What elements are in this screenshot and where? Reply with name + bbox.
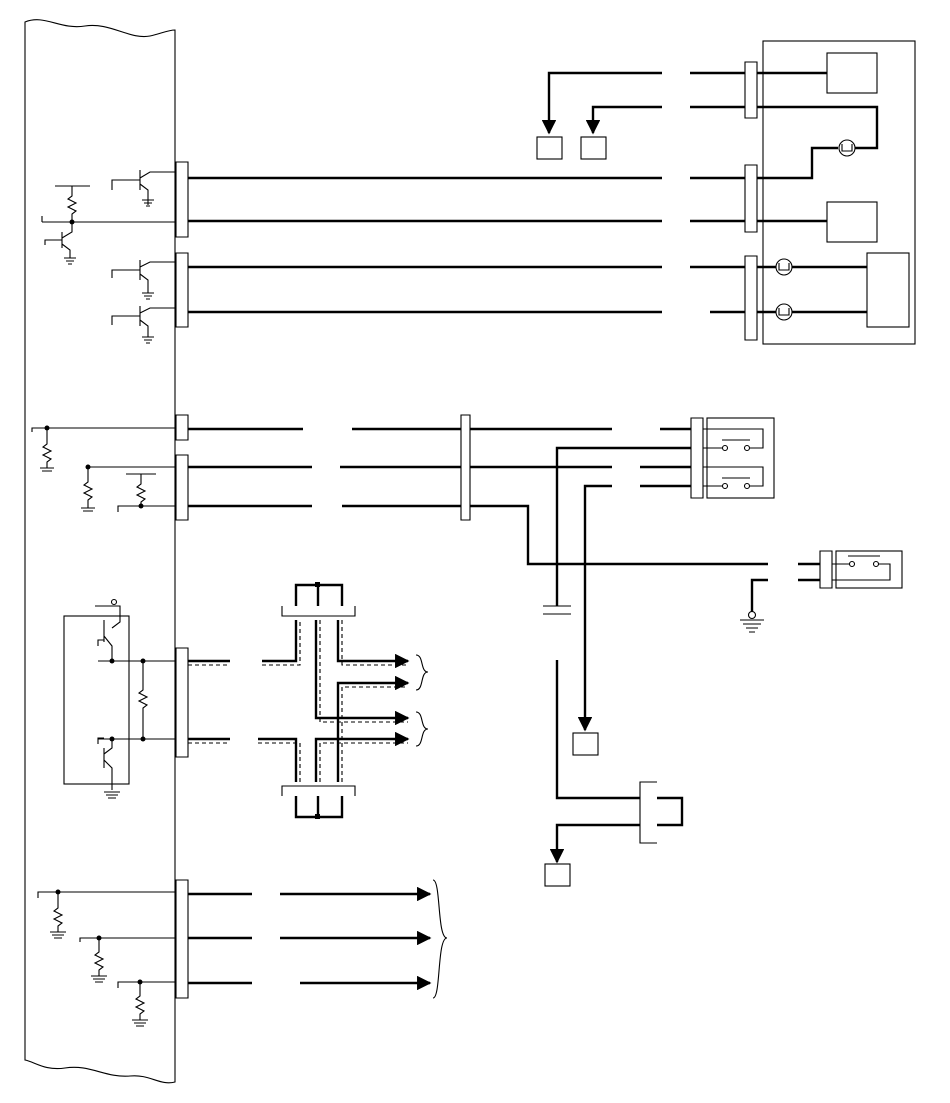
resistor-icon bbox=[79, 937, 176, 983]
resistor-icon bbox=[81, 466, 176, 512]
switch-icon bbox=[832, 555, 891, 581]
connector-bracket bbox=[175, 879, 189, 999]
wire bbox=[188, 620, 301, 666]
wire bbox=[314, 731, 410, 782]
resistor-icon bbox=[117, 473, 176, 512]
transistor-icon bbox=[97, 737, 120, 799]
wire bbox=[750, 578, 768, 612]
device-sub-box-1 bbox=[826, 52, 878, 94]
connector-bracket bbox=[175, 647, 189, 758]
terminal-box bbox=[544, 863, 571, 887]
wire-arrow bbox=[549, 823, 640, 864]
junction-dot bbox=[44, 219, 146, 985]
wire bbox=[341, 686, 408, 782]
wire bbox=[555, 446, 640, 606]
brace-icon bbox=[415, 711, 429, 747]
wire bbox=[314, 620, 410, 726]
wire bbox=[41, 216, 176, 223]
connector-bracket bbox=[175, 161, 189, 328]
switch-icon bbox=[703, 466, 764, 490]
wire bbox=[470, 504, 768, 566]
wire bbox=[657, 796, 684, 827]
lamp-icon bbox=[775, 258, 793, 276]
wire-arrow bbox=[541, 71, 662, 135]
wire bbox=[319, 620, 408, 723]
resistor-icon bbox=[31, 427, 176, 472]
wire bbox=[555, 660, 640, 800]
terminal-box bbox=[536, 136, 563, 160]
ground-icon bbox=[740, 610, 764, 633]
device-sub-box-2 bbox=[826, 201, 878, 243]
wire bbox=[757, 146, 838, 180]
driver-box bbox=[63, 615, 130, 785]
transistor-icon bbox=[95, 598, 121, 660]
connector-bracket bbox=[281, 582, 356, 617]
connector-bracket bbox=[639, 781, 657, 844]
transistor-icon bbox=[111, 306, 175, 344]
wire-arrow bbox=[577, 484, 612, 732]
terminal-box bbox=[572, 732, 599, 756]
resistor-icon bbox=[117, 981, 176, 1027]
connector-bracket bbox=[744, 61, 758, 341]
lamp-icon bbox=[838, 139, 856, 157]
wire bbox=[188, 742, 301, 782]
control-module-outline bbox=[24, 19, 176, 1084]
transistor-icon bbox=[111, 170, 175, 207]
wire bbox=[757, 105, 879, 150]
transistor-icon bbox=[111, 260, 175, 300]
wire bbox=[341, 620, 408, 666]
wire-arrow bbox=[585, 105, 662, 135]
resistor-icon bbox=[137, 661, 149, 739]
device-sub-box-3 bbox=[866, 252, 910, 328]
switch-icon bbox=[703, 428, 764, 452]
brace-icon bbox=[415, 654, 429, 691]
terminal-box bbox=[580, 136, 607, 160]
resistor-icon bbox=[37, 891, 176, 939]
wire bbox=[188, 620, 298, 663]
transistor-icon bbox=[44, 222, 76, 265]
wire bbox=[319, 742, 408, 782]
connector-bracket bbox=[175, 414, 833, 589]
brace-icon bbox=[432, 879, 448, 999]
connector-bracket bbox=[281, 785, 356, 819]
resistor-icon bbox=[55, 185, 90, 222]
wire bbox=[336, 620, 410, 669]
wire bbox=[543, 605, 571, 615]
switch-box bbox=[835, 550, 903, 589]
lamp-icon bbox=[775, 303, 793, 321]
wire bbox=[188, 737, 298, 782]
wire bbox=[336, 675, 410, 782]
